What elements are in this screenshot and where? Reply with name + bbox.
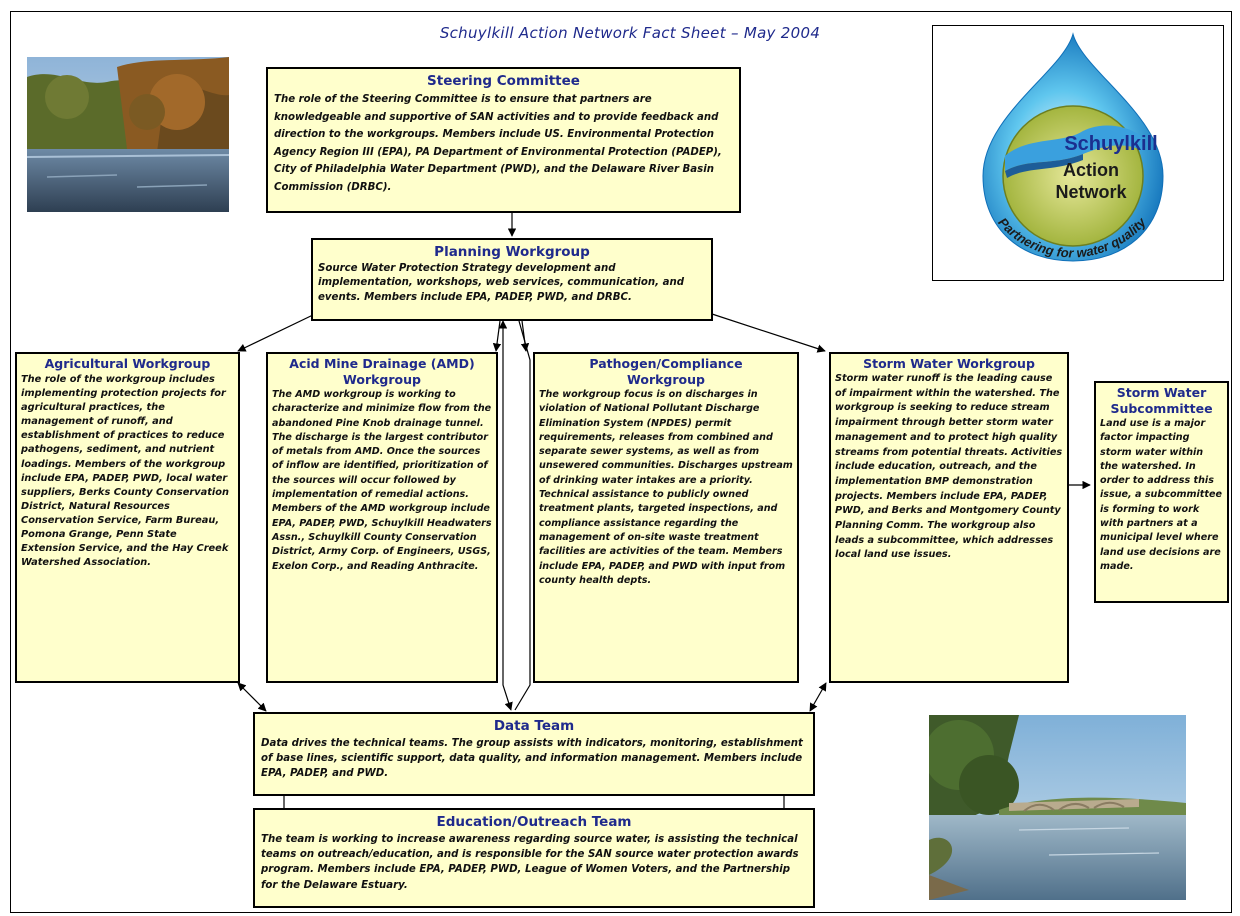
logo-line1: Schuylkill xyxy=(1064,133,1157,155)
steering-committee-box: Steering Committee The role of the Steer… xyxy=(266,67,741,213)
data-team-box: Data Team Data drives the technical team… xyxy=(253,712,815,796)
river-photo xyxy=(27,57,229,212)
planning-workgroup-text: Source Water Protection Strategy develop… xyxy=(318,263,684,303)
pathogen-workgroup-title: Pathogen/Compliance Workgroup xyxy=(589,356,743,387)
link-planning-stormwater xyxy=(711,313,826,353)
steering-committee-text: The role of the Steering Committee is to… xyxy=(274,94,722,193)
page-frame xyxy=(10,11,1232,913)
storm-water-workgroup-text: Storm water runoff is the leading cause … xyxy=(835,373,1063,561)
page-title: Schuylkill Action Network Fact Sheet – M… xyxy=(439,24,821,42)
education-outreach-box: Education/Outreach Team The team is work… xyxy=(253,808,815,908)
link-planning-data-left xyxy=(498,320,513,711)
agricultural-workgroup-box: Agricultural Workgroup The role of the w… xyxy=(15,352,240,683)
agricultural-workgroup-title: Agricultural Workgroup xyxy=(44,356,211,371)
link-planning-amd xyxy=(492,320,502,352)
education-outreach-text: The team is working to increase awarenes… xyxy=(261,834,799,891)
logo-line3: Network xyxy=(1055,182,1127,202)
link-planning-pathogen xyxy=(520,320,530,352)
steering-committee-title: Steering Committee xyxy=(427,73,580,89)
amd-workgroup-title: Acid Mine Drainage (AMD) Workgroup xyxy=(289,356,475,387)
link-stormwater-data xyxy=(809,682,827,712)
amd-workgroup-box: Acid Mine Drainage (AMD) Workgroup The A… xyxy=(266,352,498,683)
education-outreach-title: Education/Outreach Team xyxy=(436,814,632,830)
san-logo: Schuylkill Action Network Partnering for… xyxy=(932,25,1224,281)
link-planning-data-right xyxy=(514,320,531,711)
data-team-text: Data drives the technical teams. The gro… xyxy=(261,738,803,780)
planning-workgroup-box: Planning Workgroup Source Water Protecti… xyxy=(311,238,713,321)
pathogen-workgroup-box: Pathogen/Compliance Workgroup The workgr… xyxy=(533,352,799,683)
agricultural-workgroup-text: The role of the workgroup includes imple… xyxy=(21,374,229,569)
planning-workgroup-title: Planning Workgroup xyxy=(434,244,590,260)
storm-water-workgroup-box: Storm Water Workgroup Storm water runoff… xyxy=(829,352,1069,683)
bridge-photo xyxy=(929,715,1186,900)
storm-water-subcommittee-title: Storm Water Subcommittee xyxy=(1110,385,1213,416)
storm-water-workgroup-title: Storm Water Workgroup xyxy=(863,356,1035,371)
link-agricultural-data xyxy=(237,682,267,712)
data-team-title: Data Team xyxy=(493,718,575,734)
storm-water-subcommittee-text: Land use is a major factor impacting sto… xyxy=(1100,418,1222,572)
logo-line2: Action xyxy=(1063,160,1119,180)
link-planning-agricultural xyxy=(237,313,316,352)
pathogen-workgroup-text: The workgroup focus is on discharges in … xyxy=(539,389,793,586)
storm-water-subcommittee-box: Storm Water Subcommittee Land use is a m… xyxy=(1094,381,1229,603)
amd-workgroup-text: The AMD workgroup is working to characte… xyxy=(272,389,492,572)
